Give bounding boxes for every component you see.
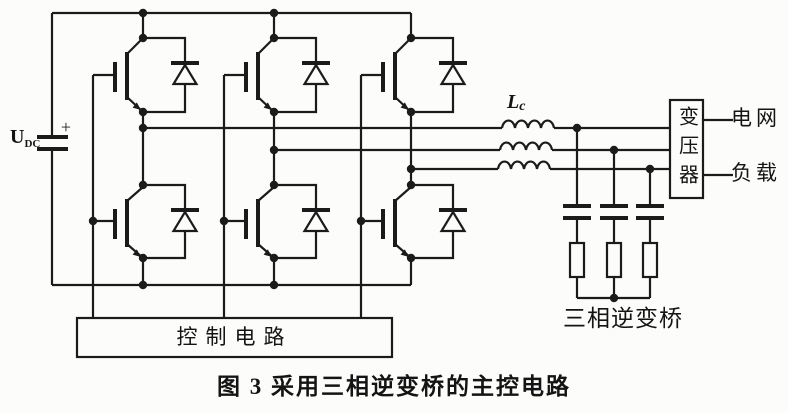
dc-bus-capacitor: + <box>37 13 71 285</box>
dc-subscript: DC <box>24 138 41 150</box>
dc-voltage-label: UDC <box>10 127 40 150</box>
transformer-label: 变压器 <box>675 105 698 193</box>
phase-leg-b <box>217 11 332 320</box>
load-label: 负载 <box>731 161 781 185</box>
figure-caption: 图 3 采用三相逆变桥的主控电路 <box>217 374 571 399</box>
transformer-box <box>668 98 705 200</box>
junction-dot <box>269 145 279 155</box>
bridge-network-label: 三相逆变桥 <box>563 306 683 331</box>
junction-dot <box>269 280 279 290</box>
plus-polarity-mark: + <box>61 117 71 137</box>
rc-branch-b <box>598 204 630 300</box>
junction-dot <box>138 8 148 18</box>
phase-line-b <box>269 141 670 155</box>
junction-dot <box>406 164 416 174</box>
grid-label: 电网 <box>731 106 781 130</box>
inductor-label: Lc <box>507 92 525 114</box>
junction-dot <box>609 293 619 303</box>
inductor-subscript: c <box>519 99 526 114</box>
dc-symbol: U <box>10 126 25 148</box>
rc-branch-c <box>634 204 666 300</box>
rc-branch-a <box>561 204 593 300</box>
inductor-symbol: L <box>507 91 520 113</box>
junction-dot <box>138 280 148 290</box>
phase-leg-a <box>86 11 201 320</box>
junction-dot <box>269 8 279 18</box>
junction-dot <box>138 123 148 133</box>
control-circuit-label: 控制电路 <box>176 325 293 349</box>
phase-line-c <box>406 160 670 174</box>
phase-line-a <box>138 119 670 133</box>
control-circuit-box <box>75 316 394 359</box>
